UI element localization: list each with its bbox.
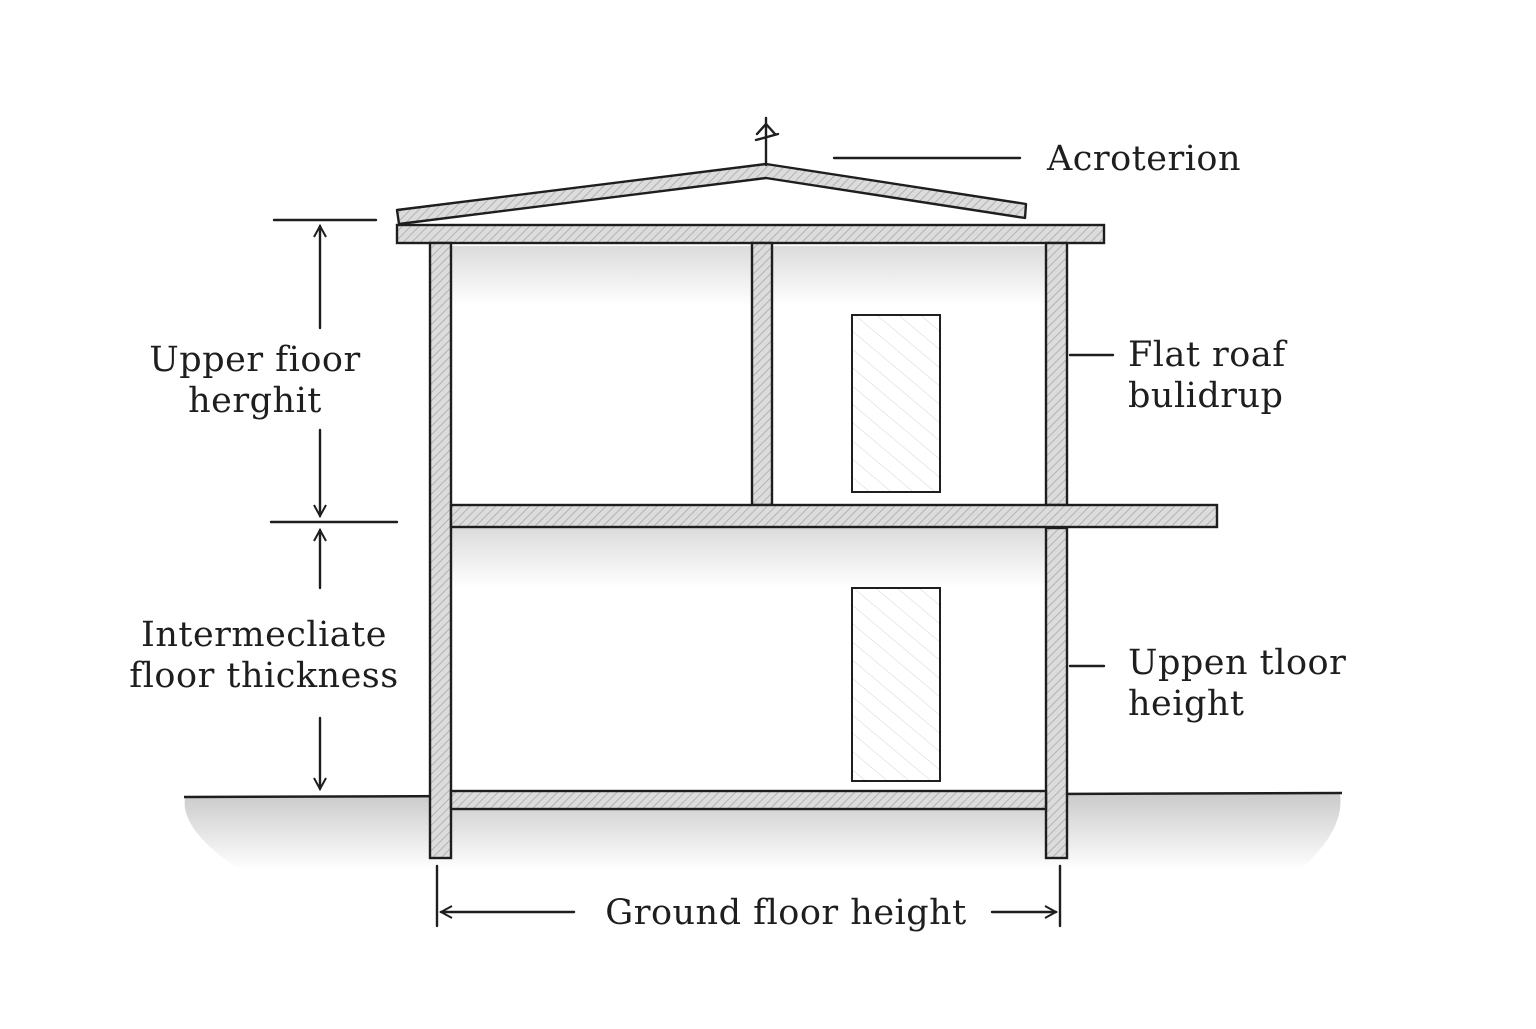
upper-floor-height-left-label: Upper fioor herghit: [130, 340, 380, 422]
right-wall-upper: [1044, 241, 1069, 507]
bottom-dimension: [435, 864, 1062, 928]
acroterion-ornament: [754, 116, 780, 167]
upper-door: [851, 314, 941, 493]
flat-roof-buildup-line2: bulidrup: [1128, 376, 1284, 416]
leader-lines: [832, 156, 1115, 668]
lower-door: [851, 587, 941, 782]
intermediate-floor-thickness-line2: floor thickness: [129, 656, 399, 696]
acroterion-text: Acroterion: [1047, 139, 1241, 179]
flat-roof-buildup-line1: Flat roaf: [1128, 335, 1286, 375]
upper-floor-height-right-line2: height: [1128, 684, 1245, 724]
right-wall-lower: [1044, 526, 1069, 860]
upper-floor-height-left-line1: Upper fioor: [149, 340, 361, 380]
ground-floor-height-label: Ground floor height: [586, 893, 986, 934]
left-dimensions: [269, 218, 399, 789]
upper-floor-height-right-line1: Uppen tloor: [1128, 643, 1347, 683]
intermediate-floor-slab: [449, 503, 1219, 529]
left-wall: [428, 241, 453, 860]
upper-floor-height-left-line2: herghit: [188, 381, 322, 421]
gable-roof: [395, 162, 1028, 226]
interior-shading: [452, 246, 1046, 588]
flat-roof-buildup-label: Flat roaf bulidrup: [1128, 335, 1286, 417]
ground-floor-height-text: Ground floor height: [605, 893, 967, 933]
intermediate-floor-thickness-line1: Intermecliate: [141, 615, 387, 655]
intermediate-floor-thickness-label: Intermecliate floor thickness: [118, 615, 410, 697]
roof-slab: [395, 223, 1106, 245]
acroterion-label: Acroterion: [1047, 139, 1241, 180]
partition-wall: [750, 241, 774, 507]
ground-floor-slab: [449, 789, 1048, 811]
upper-floor-height-right-label: Uppen tloor height: [1128, 643, 1346, 725]
